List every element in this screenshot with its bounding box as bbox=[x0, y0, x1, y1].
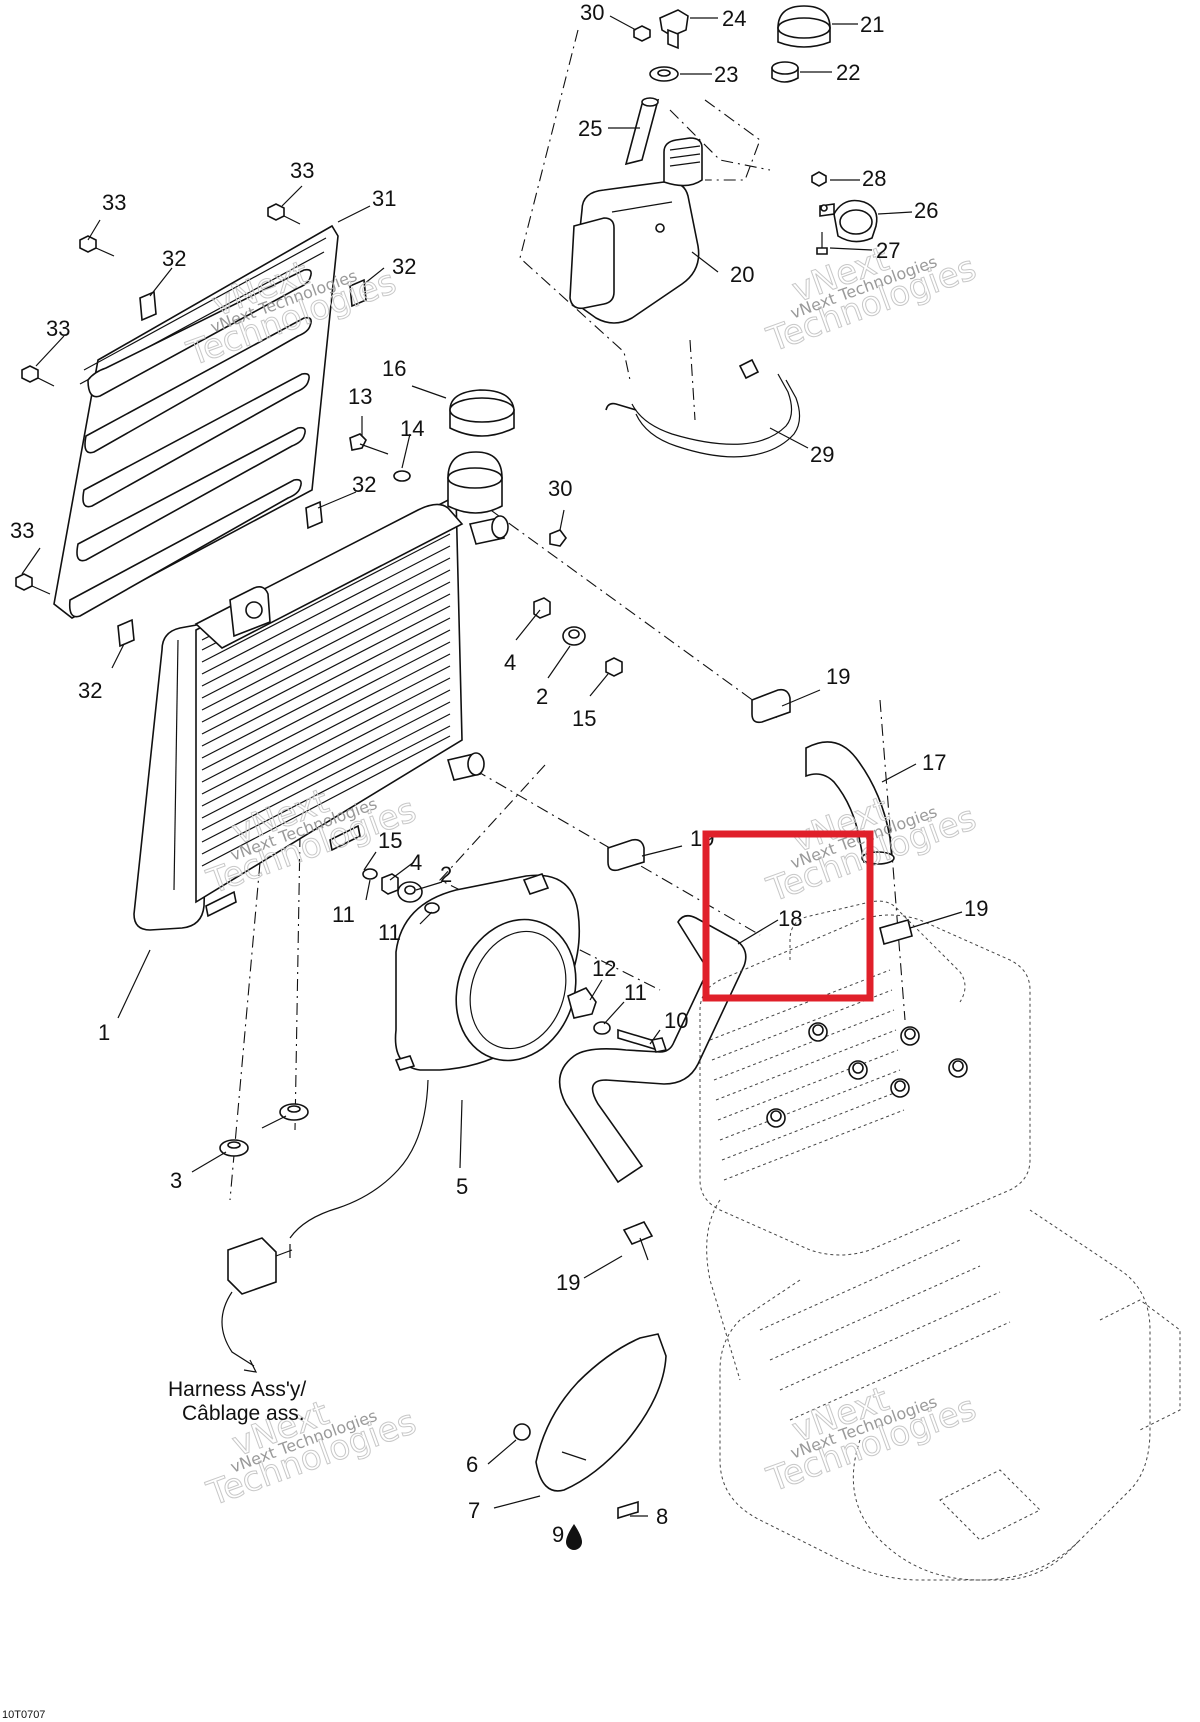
callout-6: 6 bbox=[466, 1452, 478, 1477]
callout-32: 32 bbox=[78, 678, 102, 703]
leader-lines bbox=[21, 15, 963, 1517]
grommets-3 bbox=[219, 1103, 309, 1157]
callout-2: 2 bbox=[536, 684, 548, 709]
callout-18: 18 bbox=[778, 906, 802, 931]
callout-10: 10 bbox=[664, 1008, 688, 1033]
callout-4: 4 bbox=[504, 650, 516, 675]
callout-13: 13 bbox=[348, 384, 372, 409]
callout-7: 7 bbox=[468, 1498, 480, 1523]
overflow-hose-29 bbox=[605, 358, 801, 458]
engine-outline bbox=[699, 900, 1181, 1581]
harness-note: Harness Ass'y/ Câblage ass. bbox=[168, 1378, 306, 1425]
highlight-box-18 bbox=[702, 830, 874, 1002]
callout-19: 19 bbox=[826, 664, 850, 689]
radiator-1 bbox=[133, 451, 509, 931]
radiator-grille-31 bbox=[15, 203, 367, 648]
callout-17: 17 bbox=[922, 750, 946, 775]
fan-shroud-5 bbox=[289, 873, 581, 1239]
callout-14: 14 bbox=[400, 416, 424, 441]
nut-28 bbox=[811, 171, 827, 187]
callout-33: 33 bbox=[290, 158, 314, 183]
callout-11: 11 bbox=[624, 980, 647, 1005]
callout-22: 22 bbox=[836, 60, 860, 85]
fan-connector bbox=[221, 1237, 293, 1373]
callout-21: 21 bbox=[860, 12, 884, 37]
callout-11: 11 bbox=[332, 902, 355, 927]
callout-19: 19 bbox=[690, 826, 714, 851]
callout-26: 26 bbox=[914, 198, 938, 223]
callout-labels: 30 24 21 23 22 25 28 26 27 20 33 33 31 3… bbox=[10, 0, 988, 1550]
callout-25: 25 bbox=[578, 116, 602, 141]
callout-3: 3 bbox=[170, 1168, 182, 1193]
callout-33: 33 bbox=[102, 190, 126, 215]
tube-25 bbox=[624, 97, 660, 166]
callout-15: 15 bbox=[378, 828, 402, 853]
callout-19: 19 bbox=[556, 1270, 580, 1295]
oil-drop-icon bbox=[566, 1524, 582, 1550]
callout-11: 11 bbox=[378, 920, 401, 945]
callout-12: 12 bbox=[592, 956, 616, 981]
callout-5: 5 bbox=[456, 1174, 468, 1199]
bracket-clamp-26 bbox=[819, 199, 878, 243]
callout-9: 9 bbox=[552, 1522, 564, 1547]
screw-27 bbox=[816, 232, 828, 255]
fitting-24 bbox=[659, 9, 689, 50]
callout-24: 24 bbox=[722, 6, 746, 31]
callout-2: 2 bbox=[440, 862, 452, 887]
callout-30: 30 bbox=[580, 0, 604, 25]
callout-19: 19 bbox=[964, 896, 988, 921]
gasket-23 bbox=[649, 66, 679, 82]
callout-31: 31 bbox=[372, 186, 396, 211]
coolant-reservoir-20 bbox=[569, 137, 703, 324]
callout-1: 1 bbox=[98, 1020, 110, 1045]
reservoir-cap-21 bbox=[777, 5, 831, 48]
callout-29: 29 bbox=[810, 442, 834, 467]
cover-plate-7 bbox=[513, 1333, 667, 1520]
callout-32: 32 bbox=[392, 254, 416, 279]
callout-23: 23 bbox=[714, 62, 738, 87]
callout-30: 30 bbox=[548, 476, 572, 501]
callout-32: 32 bbox=[352, 472, 376, 497]
callout-33: 33 bbox=[10, 518, 34, 543]
drawing-code: 10T0707 bbox=[2, 1709, 45, 1721]
lower-hose-18 bbox=[558, 838, 747, 1261]
reservoir-group bbox=[569, 5, 878, 458]
callout-28: 28 bbox=[862, 166, 886, 191]
harness-note-line2: Câblage ass. bbox=[182, 1402, 305, 1425]
callout-15: 15 bbox=[572, 706, 596, 731]
fan-mount-hardware bbox=[362, 868, 668, 1053]
screw-30-top bbox=[633, 25, 651, 42]
harness-note-line1: Harness Ass'y/ bbox=[168, 1378, 306, 1401]
callout-4: 4 bbox=[410, 850, 422, 875]
upper-mount-hardware bbox=[349, 433, 623, 677]
callout-32: 32 bbox=[162, 246, 186, 271]
callout-8: 8 bbox=[656, 1504, 668, 1529]
callout-20: 20 bbox=[730, 262, 754, 287]
radiator-cap-16 bbox=[449, 389, 515, 437]
callout-27: 27 bbox=[876, 238, 900, 263]
callout-16: 16 bbox=[382, 356, 406, 381]
callout-33: 33 bbox=[46, 316, 70, 341]
seal-22 bbox=[771, 61, 799, 83]
